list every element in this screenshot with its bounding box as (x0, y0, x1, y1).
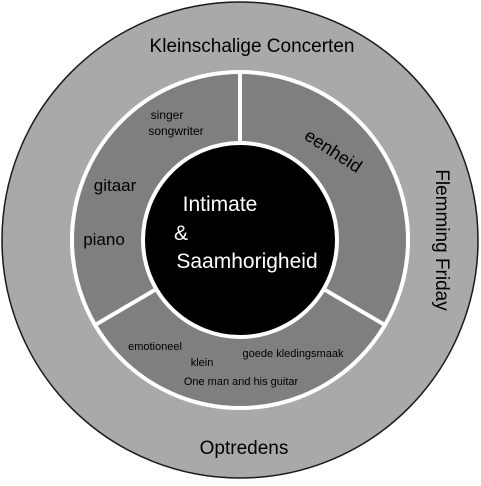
outer-label-top: Kleinschalige Concerten (150, 36, 355, 57)
bottom-term-klein: klein (191, 357, 214, 369)
outer-label-bottom: Optredens (200, 438, 289, 459)
bottom-term-emotioneel: emotioneel (128, 341, 182, 353)
center-title-line3: Saamhorigheid (176, 250, 317, 273)
bottom-term-one-man: One man and his guitar (184, 376, 299, 388)
left-term-gitaar: gitaar (94, 176, 137, 195)
left-term-piano: piano (83, 230, 125, 249)
center-circle (141, 141, 339, 339)
center-title-ampersand: & (174, 222, 188, 245)
left-term-songwriter: songwriter (148, 124, 203, 138)
outer-label-right: Flemming Friday (431, 169, 452, 311)
center-title-line1: Intimate (183, 193, 258, 216)
bottom-term-kledingsmaak: goede kledingsmaak (243, 348, 344, 360)
left-term-singer: singer (151, 108, 184, 122)
